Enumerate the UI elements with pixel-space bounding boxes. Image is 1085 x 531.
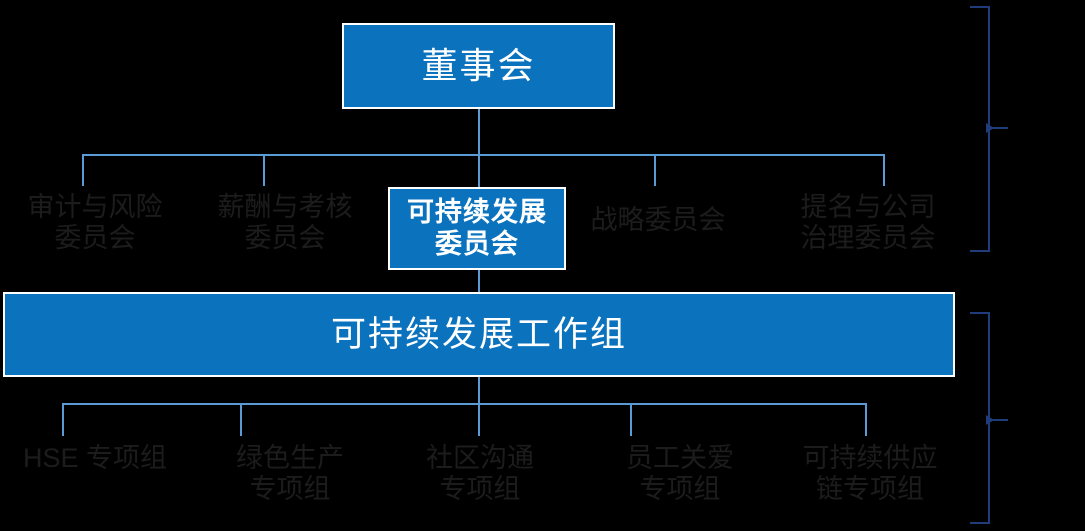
node-taskforce-employee-care-line-2: 专项组 xyxy=(639,474,721,505)
node-taskforce-community-communication[interactable]: 社区沟通 专项组 xyxy=(385,443,575,523)
node-compensation-assessment-committee-line-2: 委员会 xyxy=(244,223,326,254)
node-nomination-governance-committee-line-1: 提名与公司 xyxy=(800,192,936,222)
connector-committee-bus xyxy=(82,154,885,156)
connector-taskforce-bus xyxy=(62,403,867,405)
connector-drop-taskforce-5 xyxy=(865,403,867,436)
connector-drop-committee-1 xyxy=(82,154,84,186)
node-audit-risk-committee-line-1: 审计与风险 xyxy=(27,192,163,222)
connector-drop-committee-4 xyxy=(654,154,656,186)
connector-drop-taskforce-2 xyxy=(240,403,242,436)
node-taskforce-employee-care-line-1: 员工关爱 xyxy=(626,443,734,473)
node-taskforce-green-production-line-2: 专项组 xyxy=(249,474,331,505)
connector-drop-committee-2 xyxy=(263,154,265,186)
node-audit-risk-committee[interactable]: 审计与风险 委员会 xyxy=(0,192,190,272)
connector-drop-taskforce-3 xyxy=(478,403,480,436)
node-taskforce-community-communication-line-2: 专项组 xyxy=(439,474,521,505)
connector-drop-taskforce-1 xyxy=(62,403,64,436)
node-nomination-governance-committee[interactable]: 提名与公司 治理委员会 xyxy=(773,192,963,272)
node-taskforce-sustainable-supply-chain-line-2: 链专项组 xyxy=(816,474,924,505)
connector-workgroup-stem xyxy=(478,377,480,404)
node-compensation-assessment-committee[interactable]: 薪酬与考核 委员会 xyxy=(190,192,380,272)
node-taskforce-green-production[interactable]: 绿色生产 专项组 xyxy=(195,443,385,523)
node-sustainability-committee[interactable]: 可持续发展 委员会 xyxy=(388,187,566,270)
node-strategy-committee[interactable]: 战略委员会 xyxy=(578,205,738,285)
node-taskforce-hse-line-1: HSE 专项组 xyxy=(22,443,168,473)
node-taskforce-sustainable-supply-chain[interactable]: 可持续供应 链专项组 xyxy=(775,443,965,523)
node-sustainability-committee-line-2: 委员会 xyxy=(435,228,519,259)
node-compensation-assessment-committee-line-1: 薪酬与考核 xyxy=(217,192,353,222)
node-taskforce-green-production-line-1: 绿色生产 xyxy=(236,443,344,473)
node-sustainability-committee-line-1: 可持续发展 xyxy=(407,196,547,227)
node-board-of-directors-label: 董事会 xyxy=(421,44,536,86)
node-taskforce-employee-care[interactable]: 员工关爱 专项组 xyxy=(585,443,775,523)
node-taskforce-hse[interactable]: HSE 专项组 xyxy=(0,443,190,523)
node-sustainability-workgroup-label: 可持续发展工作组 xyxy=(330,314,627,354)
node-taskforce-community-communication-line-1: 社区沟通 xyxy=(426,443,534,473)
upper-bracket-tip xyxy=(990,127,1008,129)
node-board-of-directors[interactable]: 董事会 xyxy=(342,23,615,109)
lower-bracket-tip xyxy=(990,419,1008,421)
connector-drop-committee-5 xyxy=(883,154,885,186)
connector-drop-taskforce-4 xyxy=(630,403,632,436)
connector-sustainability-to-workgroup xyxy=(478,270,480,292)
node-taskforce-sustainable-supply-chain-line-1: 可持续供应 xyxy=(802,443,938,473)
node-strategy-committee-line-1: 战略委员会 xyxy=(590,205,726,235)
node-audit-risk-committee-line-2: 委员会 xyxy=(54,223,136,254)
node-sustainability-workgroup[interactable]: 可持续发展工作组 xyxy=(3,292,955,377)
node-nomination-governance-committee-line-2: 治理委员会 xyxy=(800,223,936,254)
lower-bracket-arrow-icon xyxy=(986,415,994,425)
upper-bracket-arrow-icon xyxy=(986,123,994,133)
connector-board-stem xyxy=(478,109,480,155)
connector-drop-committee-3 xyxy=(478,154,480,187)
